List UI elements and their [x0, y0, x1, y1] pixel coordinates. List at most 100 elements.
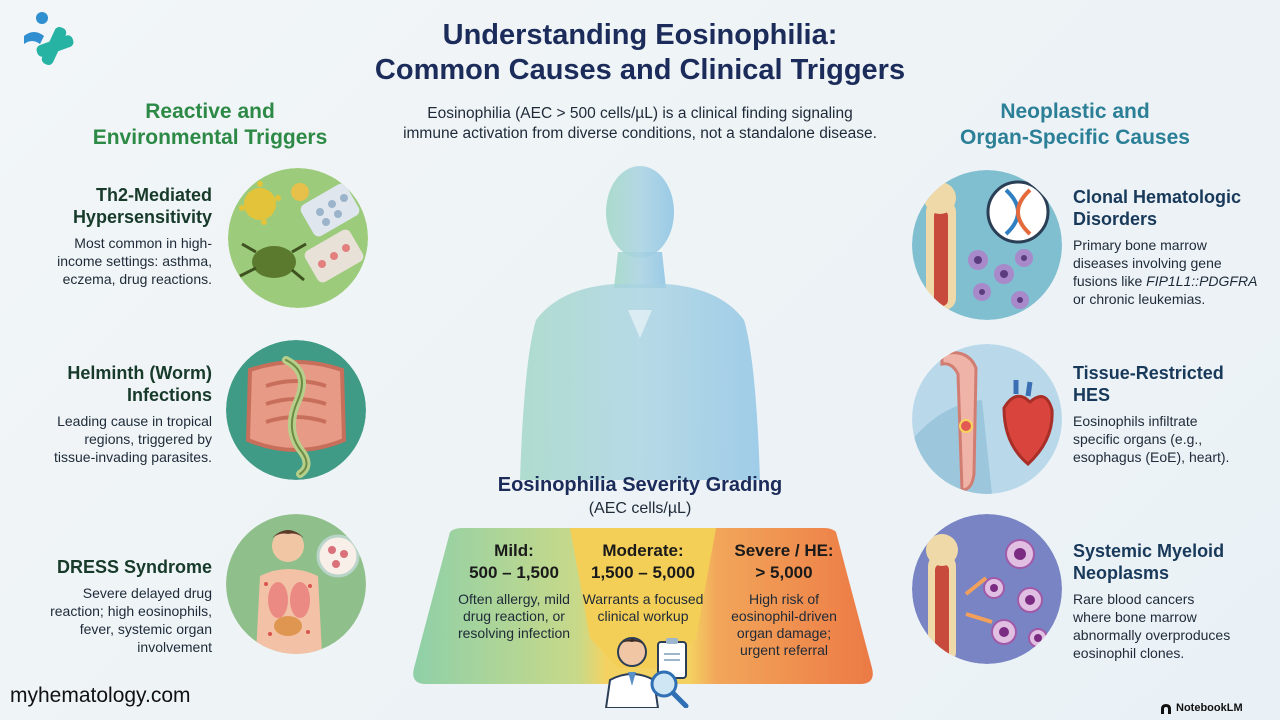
logo-icon — [10, 10, 80, 80]
title-line-1: Understanding Eosinophilia: — [442, 19, 838, 51]
item-description: Primary bone marrow diseases involving g… — [1073, 236, 1273, 308]
human-silhouette-icon — [440, 160, 840, 480]
grade-range: 500 – 1,500 — [469, 563, 559, 582]
grade-description: High risk of eosinophil-driven organ dam… — [716, 591, 852, 659]
desc-line: High risk of — [748, 591, 820, 607]
item-title-line-2: Infections — [126, 385, 212, 405]
site-url: myhematology.com — [10, 684, 191, 707]
item-title-line-2: Hypersensitivity — [72, 207, 212, 227]
item-title: Helminth (Worm) Infections — [12, 362, 212, 406]
desc-line: diseases involving gene — [1073, 255, 1222, 271]
right-heading-line-2: Organ-Specific Causes — [960, 126, 1190, 149]
right-column-heading: Neoplastic and Organ-Specific Causes — [925, 99, 1225, 151]
severity-title: Eosinophilia Severity Grading — [497, 474, 783, 496]
grade-moderate: Moderate: 1,500 – 5,000 Warrants a focus… — [578, 540, 708, 625]
desc-line: regions, triggered by — [84, 431, 212, 447]
item-title: DRESS Syndrome — [12, 556, 212, 578]
desc-line: esophagus (EoE), heart). — [1073, 449, 1230, 465]
desc-line: organ damage; — [736, 625, 832, 641]
item-description: Leading cause in tropical regions, trigg… — [12, 412, 212, 466]
item-description: Most common in high- income settings: as… — [12, 234, 212, 288]
desc-line: fever, systemic organ — [79, 621, 212, 637]
title-line-2: Common Causes and Clinical Triggers — [374, 54, 906, 86]
subtitle-line-1: Eosinophilia (AEC > 500 cells/µL) is a c… — [427, 105, 853, 122]
desc-line: clinical workup — [597, 608, 689, 624]
gene-fusion-name: FIP1L1::PDGFRA — [1146, 273, 1258, 289]
desc-line: Severe delayed drug — [82, 585, 212, 601]
bone-marrow-dna-icon — [912, 170, 1062, 320]
item-title: Clonal Hematologic Disorders — [1073, 186, 1273, 230]
grade-range: > 5,000 — [755, 563, 813, 582]
left-item-th2: Th2-Mediated Hypersensitivity Most commo… — [12, 184, 212, 288]
right-item-tissue-hes: Tissue-Restricted HES Eosinophils infilt… — [1073, 362, 1273, 466]
item-title: Systemic Myeloid Neoplasms — [1073, 540, 1273, 584]
left-heading-line-1: Reactive and — [145, 100, 275, 123]
item-title-line-2: Neoplasms — [1073, 563, 1170, 583]
desc-line: Eosinophils infiltrate — [1073, 413, 1198, 429]
item-title-line-1: DRESS Syndrome — [56, 557, 212, 577]
desc-line: eosinophil clones. — [1073, 645, 1185, 661]
grade-severe: Severe / HE: > 5,000 High risk of eosino… — [716, 540, 852, 659]
left-heading-line-2: Environmental Triggers — [92, 126, 328, 149]
item-description: Severe delayed drug reaction; high eosin… — [12, 584, 212, 656]
page-subtitle: Eosinophilia (AEC > 500 cells/µL) is a c… — [380, 104, 900, 144]
item-description: Rare blood cancers where bone marrow abn… — [1073, 590, 1273, 662]
doctor-magnifier-icon — [598, 628, 698, 709]
desc-line: eczema, drug reactions. — [62, 271, 212, 287]
desc-line: Leading cause in tropical — [57, 413, 212, 429]
item-title-line-1: Clonal Hematologic — [1073, 187, 1242, 207]
item-title-line-1: Helminth (Worm) — [67, 363, 212, 383]
desc-line: fusions like FIP1L1::PDGFRA — [1073, 272, 1273, 290]
desc-line: abnormally overproduces — [1073, 627, 1231, 643]
desc-line: Most common in high- — [74, 235, 212, 251]
desc-line: drug reaction, or — [463, 608, 565, 624]
item-title: Th2-Mediated Hypersensitivity — [12, 184, 212, 228]
grade-label: Mild: — [494, 541, 534, 560]
allergen-illustration-icon — [228, 168, 368, 308]
desc-line: Primary bone marrow — [1073, 237, 1207, 253]
left-item-dress: DRESS Syndrome Severe delayed drug react… — [12, 556, 212, 656]
desc-line: resolving infection — [457, 625, 571, 641]
desc-line: tissue-invading parasites. — [54, 449, 212, 465]
desc-line: involvement — [137, 639, 212, 655]
left-column-heading: Reactive and Environmental Triggers — [60, 99, 360, 151]
notebooklm-icon — [1160, 702, 1172, 714]
desc-line: Rare blood cancers — [1073, 591, 1195, 607]
item-title-line-1: Systemic Myeloid — [1073, 541, 1225, 561]
desc-line: Warrants a focused — [582, 591, 704, 607]
desc-line: specific organs (e.g., — [1073, 431, 1203, 447]
grade-description: Warrants a focused clinical workup — [578, 591, 708, 625]
myeloid-cells-icon — [912, 514, 1062, 664]
item-title-line-2: Disorders — [1073, 209, 1158, 229]
item-title: Tissue-Restricted HES — [1073, 362, 1273, 406]
desc-line: urgent referral — [740, 642, 828, 658]
item-title-line-1: Th2-Mediated — [95, 185, 212, 205]
rash-patient-icon — [226, 514, 366, 654]
item-title-line-2: HES — [1073, 385, 1111, 405]
desc-line: income settings: asthma, — [57, 253, 212, 269]
right-item-clonal: Clonal Hematologic Disorders Primary bon… — [1073, 186, 1273, 308]
grade-mild: Mild: 500 – 1,500 Often allergy, mild dr… — [450, 540, 578, 642]
grade-label: Moderate: — [602, 541, 684, 560]
desc-line: reaction; high eosinophils, — [50, 603, 212, 619]
item-title-line-1: Tissue-Restricted — [1073, 363, 1224, 383]
brand-label: NotebookLM — [1176, 702, 1243, 714]
desc-line: or chronic leukemias. — [1073, 291, 1206, 307]
subtitle-line-2: immune activation from diverse condition… — [403, 125, 877, 142]
grade-label: Severe / HE: — [734, 541, 834, 560]
right-heading-line-1: Neoplastic and — [1000, 100, 1150, 123]
grade-range: 1,500 – 5,000 — [591, 563, 695, 582]
right-item-myeloid: Systemic Myeloid Neoplasms Rare blood ca… — [1073, 540, 1273, 662]
desc-line: where bone marrow — [1073, 609, 1197, 625]
intestine-worm-icon — [226, 340, 366, 480]
item-description: Eosinophils infiltrate specific organs (… — [1073, 412, 1273, 466]
severity-subtitle: (AEC cells/µL) — [588, 500, 692, 517]
severity-bar — [410, 528, 876, 688]
page-title: Understanding Eosinophilia: Common Cause… — [0, 18, 1280, 88]
desc-fragment: fusions like — [1073, 273, 1147, 289]
desc-line: eosinophil-driven — [731, 608, 837, 624]
left-item-helminth: Helminth (Worm) Infections Leading cause… — [12, 362, 212, 466]
grade-description: Often allergy, mild drug reaction, or re… — [450, 591, 578, 642]
desc-line: Often allergy, mild — [458, 591, 570, 607]
esophagus-heart-icon — [912, 344, 1062, 494]
